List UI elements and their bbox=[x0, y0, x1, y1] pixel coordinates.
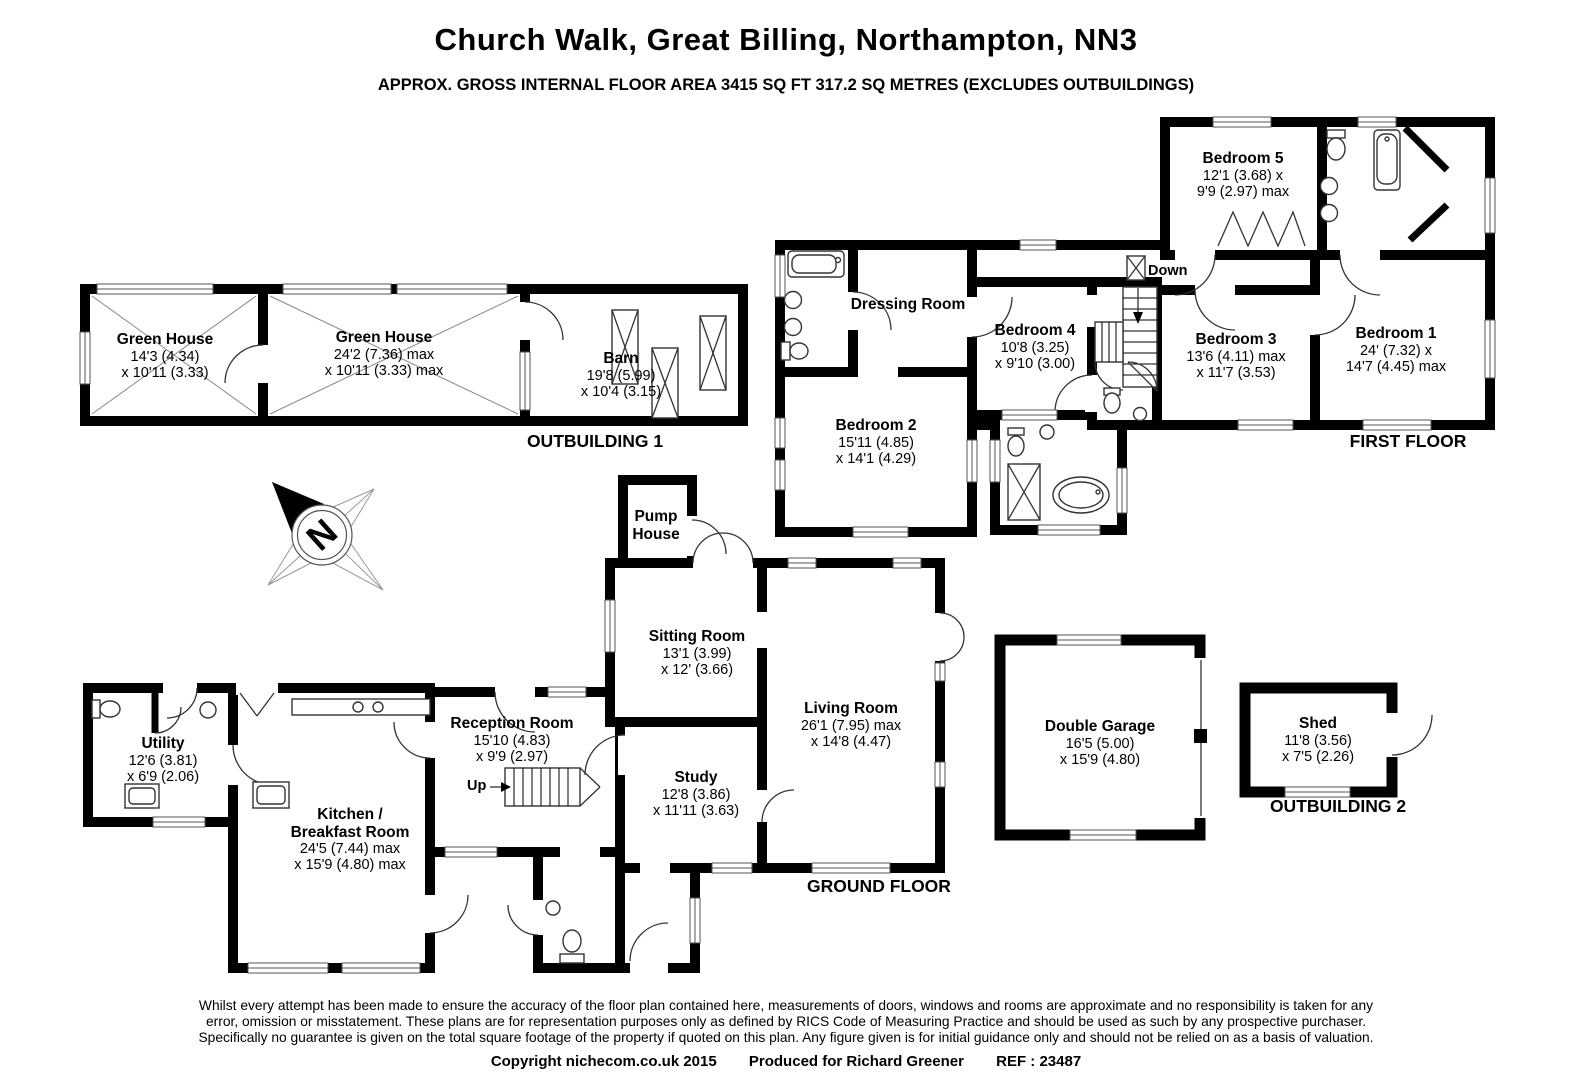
room-label-bedroom-2: Bedroom 2 15'11 (4.85) x 14'1 (4.29) bbox=[835, 417, 917, 467]
disclaimer-line-1: Whilst every attempt has been made to en… bbox=[198, 998, 1374, 1013]
room-label-dressing-room: Dressing Room bbox=[850, 296, 966, 313]
room-label-bedroom-4: Bedroom 4 10'8 (3.25) x 9'10 (3.00) bbox=[994, 322, 1076, 372]
room-label-shed: Shed 11'8 (3.56) x 7'5 (2.26) bbox=[1281, 715, 1355, 765]
room-label-reception-room: Reception Room 15'10 (4.83) x 9'9 (2.97) bbox=[450, 715, 574, 765]
page-subtitle: APPROX. GROSS INTERNAL FLOOR AREA 3415 S… bbox=[377, 76, 1195, 94]
ensuite-fixture-icons bbox=[780, 250, 845, 361]
produced-text: Produced for Richard Greener bbox=[748, 1053, 964, 1070]
kitchen-fixture-icons bbox=[252, 698, 431, 809]
room-label-study: Study 12'8 (3.86) x 11'11 (3.63) bbox=[652, 769, 740, 819]
room-label-bedroom-5: Bedroom 5 12'1 (3.68) x 9'9 (2.97) max bbox=[1196, 150, 1290, 200]
cloakroom-fixture-icons bbox=[545, 900, 585, 964]
disclaimer-line-3: Specifically no guarantee is given on th… bbox=[198, 1030, 1374, 1045]
first-floor-stairs bbox=[1094, 255, 1158, 391]
section-label-outbuilding-1: OUTBUILDING 1 bbox=[526, 431, 664, 451]
room-label-double-garage: Double Garage 16'5 (5.00) x 15'9 (4.80) bbox=[1044, 718, 1156, 768]
shed-plan bbox=[1239, 682, 1433, 798]
copyright-line: Copyright nichecom.co.uk 2015 Produced f… bbox=[0, 1053, 1572, 1070]
room-label-green-house-1: Green House 14'3 (4.34) x 10'11 (3.33) bbox=[116, 331, 214, 381]
compass-north-icon bbox=[267, 481, 384, 591]
stairs-down-label: Down bbox=[1148, 263, 1188, 279]
outbuilding-1-plan bbox=[79, 283, 748, 426]
room-label-bedroom-3: Bedroom 3 13'6 (4.11) max x 11'7 (3.53) bbox=[1186, 331, 1286, 381]
disclaimer-line-2: error, omission or misstatement. These p… bbox=[205, 1014, 1367, 1029]
room-label-sitting-room: Sitting Room 13'1 (3.99) x 12' (3.66) bbox=[648, 628, 746, 678]
section-label-outbuilding-2: OUTBUILDING 2 bbox=[1269, 796, 1407, 816]
ground-floor-plan bbox=[83, 475, 965, 975]
room-label-bedroom-1: Bedroom 1 24' (7.32) x 14'7 (4.45) max bbox=[1345, 325, 1447, 375]
room-label-kitchen-breakfast-room: Kitchen / Breakfast Room 24'5 (7.44) max… bbox=[290, 806, 410, 874]
first-floor-plan bbox=[774, 116, 1496, 538]
room-label-barn: Barn 19'8 (5.99) x 10'4 (3.15) bbox=[580, 350, 662, 400]
section-label-ground-floor: GROUND FLOOR bbox=[807, 876, 951, 896]
section-label-first-floor: FIRST FLOOR bbox=[1349, 431, 1467, 451]
copyright-text: Copyright nichecom.co.uk 2015 bbox=[490, 1053, 717, 1070]
room-label-living-room: Living Room 26'1 (7.95) max x 14'8 (4.47… bbox=[800, 700, 902, 750]
stairs-up-label: Up bbox=[467, 778, 487, 794]
barn-rooflight-icons bbox=[611, 309, 727, 419]
ground-floor-stairs bbox=[490, 767, 601, 807]
room-label-pump-house: Pump House bbox=[632, 508, 680, 543]
second-bathroom-fixture-icons bbox=[1007, 424, 1110, 521]
utility-fixture-icons bbox=[91, 699, 217, 809]
shower-room-fixture-icons bbox=[1103, 361, 1158, 422]
garage-plan bbox=[994, 634, 1210, 841]
family-bathroom-fixture-icons bbox=[1319, 129, 1401, 223]
room-label-utility: Utility 12'6 (3.81) x 6'9 (2.06) bbox=[126, 735, 200, 785]
ref-text: REF : 23487 bbox=[996, 1053, 1082, 1070]
page-title: Church Walk, Great Billing, Northampton,… bbox=[434, 22, 1138, 57]
room-label-green-house-2: Green House 24'2 (7.36) max x 10'11 (3.3… bbox=[324, 329, 444, 379]
